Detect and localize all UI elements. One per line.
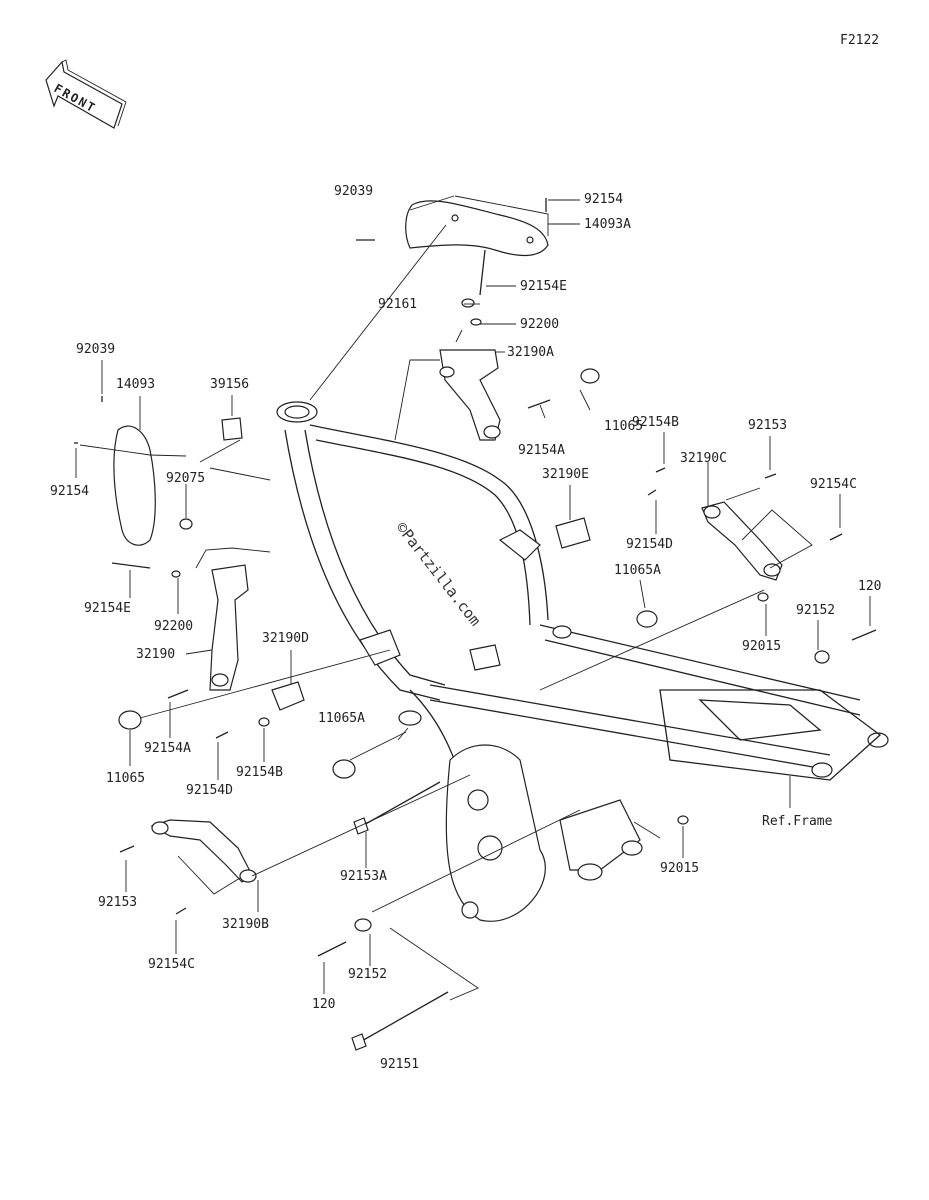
cap-parts	[118, 368, 658, 779]
label-92153a[interactable]: 92153A	[340, 869, 387, 884]
label-32190[interactable]: 32190	[136, 647, 176, 662]
label-120-bottom[interactable]: 120	[312, 997, 336, 1012]
label-92153-left[interactable]: 92153	[98, 895, 138, 910]
bracket-32190d	[271, 681, 305, 711]
label-11065a-mid[interactable]: 11065A	[318, 711, 365, 726]
label-92154e-top[interactable]: 92154E	[520, 279, 567, 294]
label-39156[interactable]: 39156	[210, 377, 250, 392]
label-92154c-top[interactable]: 92154C	[810, 477, 857, 492]
label-92039-left[interactable]: 92039	[76, 342, 116, 357]
front-arrow-icon	[45, 59, 127, 129]
label-92015-top[interactable]: 92015	[742, 639, 782, 654]
bracket-32190	[209, 564, 249, 691]
long-bolts	[351, 781, 449, 1051]
label-92152-top[interactable]: 92152	[796, 603, 836, 618]
label-92039-top[interactable]: 92039	[334, 184, 374, 199]
small-fasteners	[74, 198, 877, 957]
cover-14093a	[405, 200, 549, 256]
label-92151[interactable]: 92151	[380, 1057, 420, 1072]
label-92154-left[interactable]: 92154	[50, 484, 90, 499]
plate-39156	[221, 417, 243, 441]
bracket-32190e	[555, 517, 591, 549]
label-32190c[interactable]: 32190C	[680, 451, 727, 466]
label-11065-left[interactable]: 11065	[106, 771, 146, 786]
label-92200-top[interactable]: 92200	[520, 317, 560, 332]
label-14093[interactable]: 14093	[116, 377, 156, 392]
cover-14093	[113, 425, 156, 546]
bracket-32190a	[439, 349, 501, 441]
label-32190e[interactable]: 32190E	[542, 467, 589, 482]
label-92154-top[interactable]: 92154	[584, 192, 624, 207]
label-92153-top[interactable]: 92153	[748, 418, 788, 433]
leader-lines	[75, 195, 871, 1001]
bracket-32190c	[701, 501, 783, 581]
label-92075[interactable]: 92075	[166, 471, 206, 486]
label-92154d-top[interactable]: 92154D	[626, 537, 673, 552]
label-32190d[interactable]: 32190D	[262, 631, 309, 646]
label-11065-top[interactable]: 11065	[604, 419, 644, 434]
label-92154d-left[interactable]: 92154D	[186, 783, 233, 798]
label-14093a[interactable]: 14093A	[584, 217, 631, 232]
label-11065a-top[interactable]: 11065A	[614, 563, 661, 578]
label-92015-bottom[interactable]: 92015	[660, 861, 700, 876]
label-92154b-top[interactable]: 92154B	[632, 415, 679, 430]
label-92154a-top[interactable]: 92154A	[518, 443, 565, 458]
label-92200-left[interactable]: 92200	[154, 619, 194, 634]
label-32190b[interactable]: 32190B	[222, 917, 269, 932]
label-92152-bottom[interactable]: 92152	[348, 967, 388, 982]
label-92161[interactable]: 92161	[378, 297, 418, 312]
diagram-code: F2122	[840, 33, 880, 48]
label-92154b-left[interactable]: 92154B	[236, 765, 283, 780]
bracket-32190b	[150, 819, 257, 883]
label-92154c-left[interactable]: 92154C	[148, 957, 195, 972]
label-32190a[interactable]: 32190A	[507, 345, 554, 360]
label-92154a-left[interactable]: 92154A	[144, 741, 191, 756]
ref-frame-label[interactable]: Ref.Frame	[762, 814, 833, 829]
label-120-top[interactable]: 120	[858, 579, 882, 594]
main-frame	[276, 401, 889, 922]
label-92154e-left[interactable]: 92154E	[84, 601, 131, 616]
